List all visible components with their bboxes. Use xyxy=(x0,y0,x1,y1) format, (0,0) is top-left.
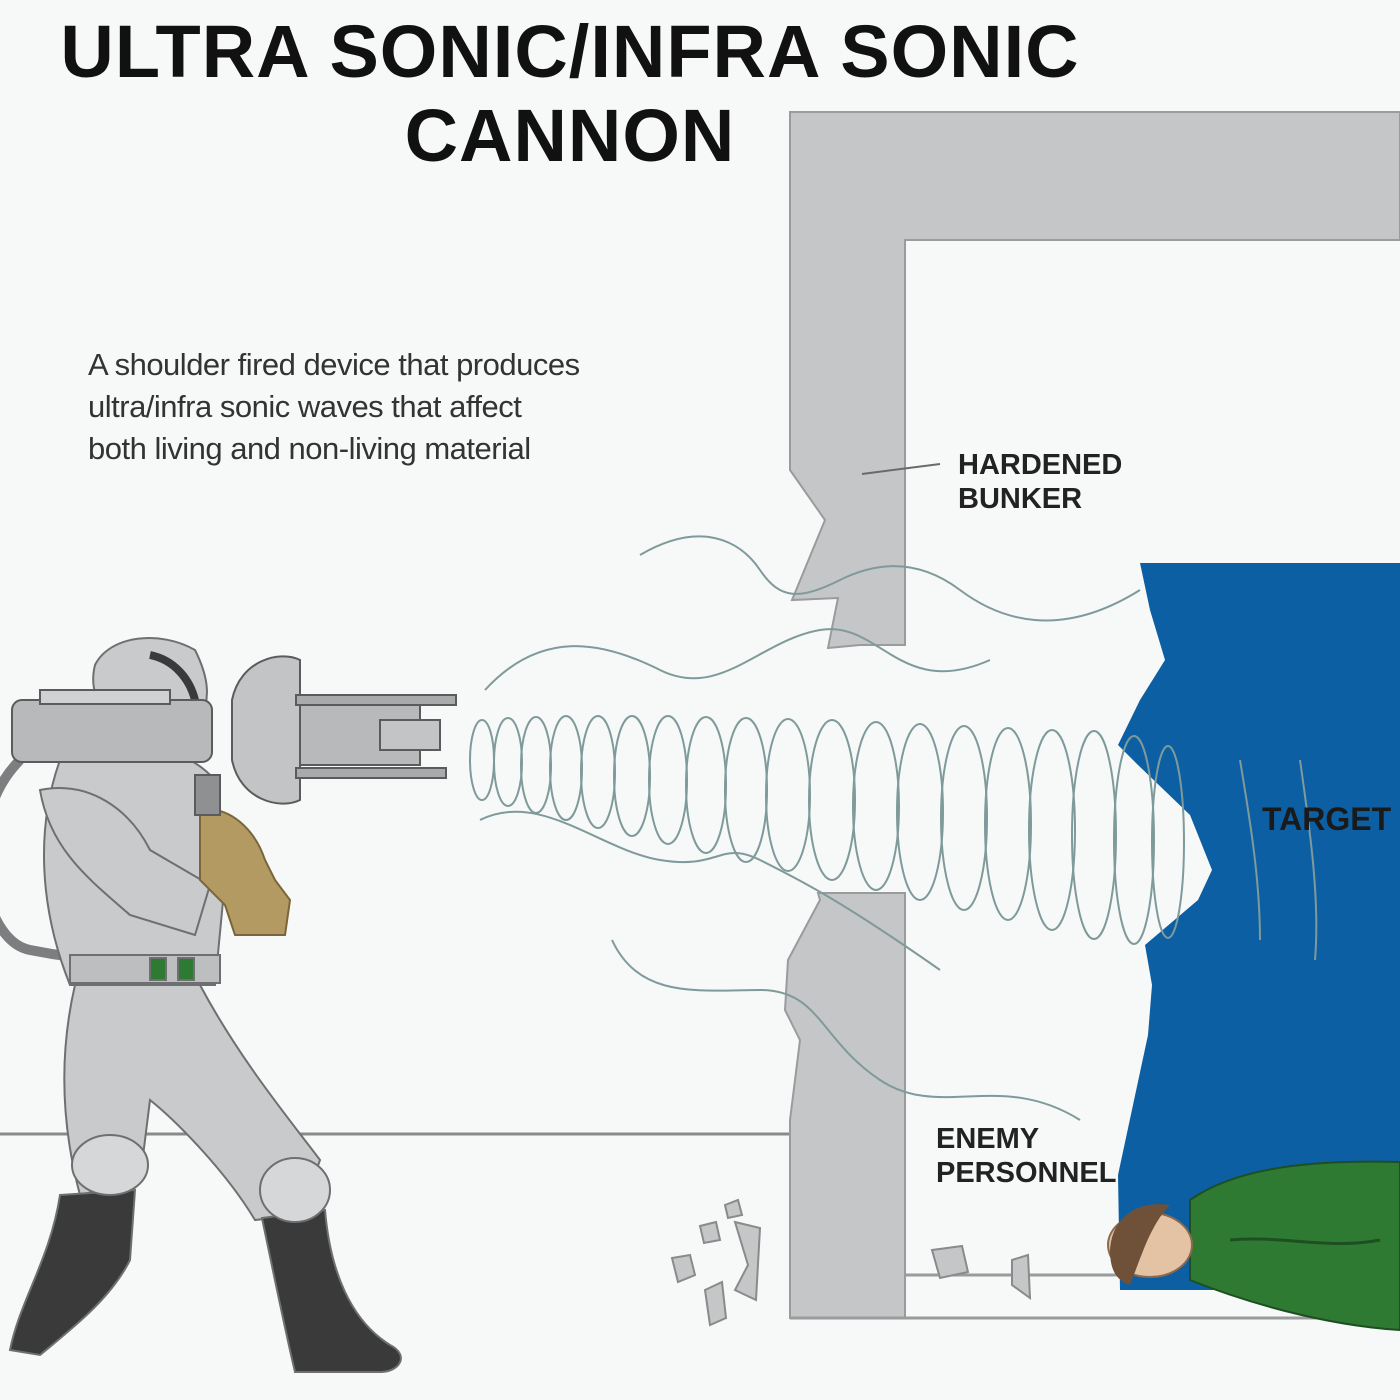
description-line-2: ultra/infra sonic waves that affect xyxy=(88,389,522,424)
description-text: A shoulder fired device that produces ul… xyxy=(88,344,728,470)
label-enemy-personnel: ENEMY PERSONNEL xyxy=(936,1122,1116,1190)
label-bunker-line-2: BUNKER xyxy=(958,483,1083,515)
enemy-personnel xyxy=(1107,1160,1400,1332)
page-title: ULTRA SONIC/INFRA SONIC CANNON xyxy=(0,10,1140,178)
title-line-1: ULTRA SONIC/INFRA SONIC xyxy=(60,10,1080,93)
sonic-beam xyxy=(469,715,1185,945)
description-line-1: A shoulder fired device that produces xyxy=(88,347,580,382)
soldier xyxy=(0,637,402,1373)
label-enemy-line-1: ENEMY xyxy=(936,1123,1040,1155)
title-line-2: CANNON xyxy=(404,94,736,177)
wave-lines xyxy=(479,535,1318,1121)
debris xyxy=(670,1198,1032,1327)
label-hardened-bunker: HARDENED BUNKER xyxy=(958,448,1122,516)
label-enemy-line-2: PERSONNEL xyxy=(936,1157,1117,1189)
description-line-3: both living and non-living material xyxy=(88,431,531,466)
sonic-cannon xyxy=(11,655,457,816)
label-bunker-line-1: HARDENED xyxy=(958,449,1123,481)
label-target: TARGET xyxy=(1262,801,1392,837)
